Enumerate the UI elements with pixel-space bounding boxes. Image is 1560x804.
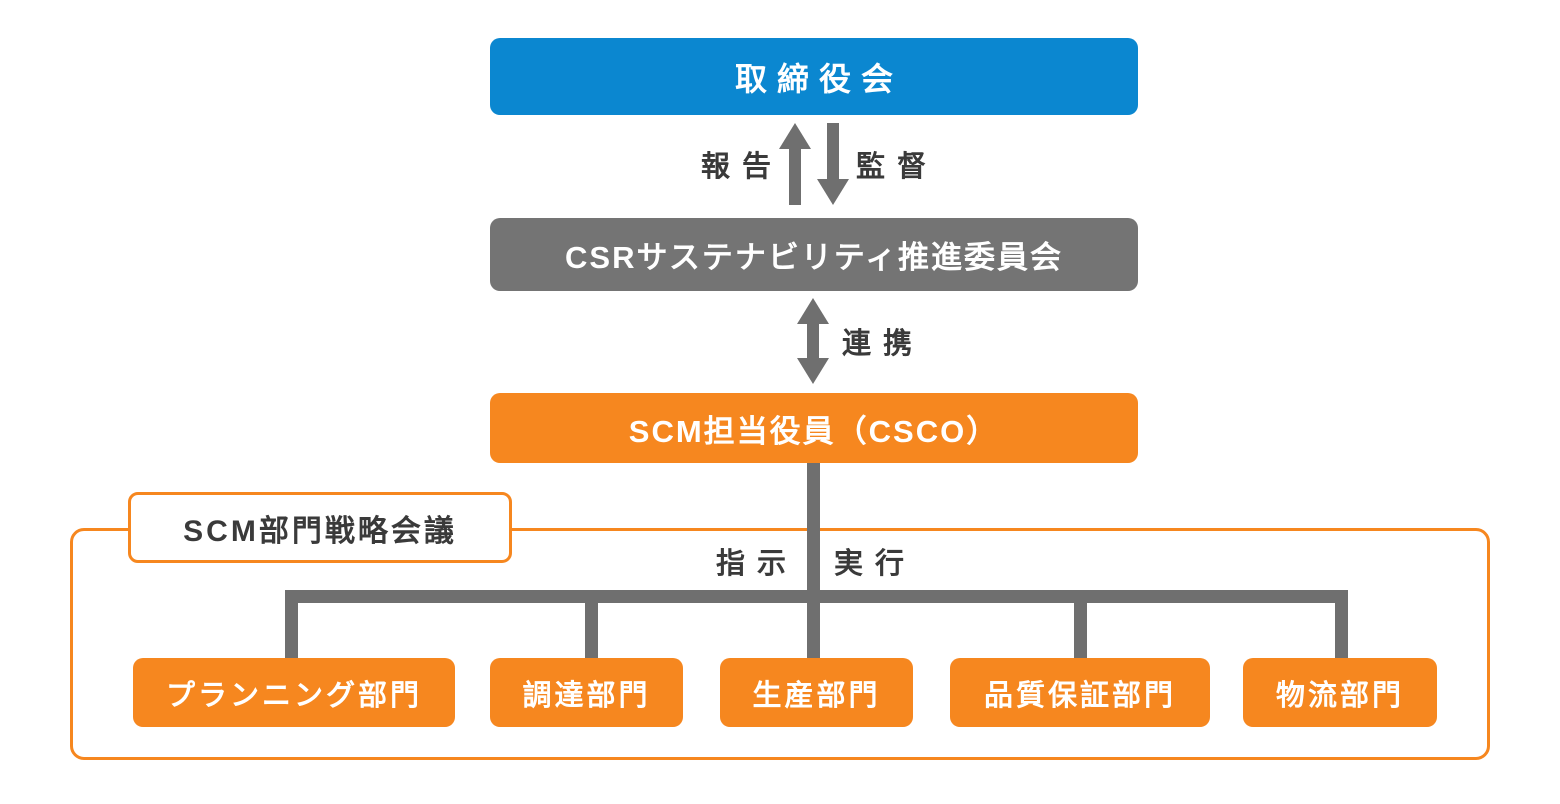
report-edge-label: 報告: [701, 151, 784, 183]
double-arrow-head-down: [797, 358, 829, 384]
up-arrow-shaft: [789, 149, 801, 205]
quality-assurance-department-node: 品質保証部門: [950, 658, 1210, 727]
logistics-connector-line: [1335, 590, 1348, 658]
departments-horizontal-line: [285, 590, 1348, 603]
planning-department-label: プランニング部門: [165, 679, 422, 712]
collaborate-edge-label: 連携: [842, 328, 925, 360]
double-arrow-shaft: [807, 324, 819, 358]
csr-committee-label: CSRサステナビリティ推進委員会: [565, 240, 1063, 275]
production-department-label: 生産部門: [752, 679, 881, 712]
csr-committee-node: CSRサステナビリティ推進委員会: [490, 218, 1138, 291]
procurement-connector-line: [585, 590, 598, 658]
up-arrow-icon: [779, 123, 811, 205]
double-arrow-icon: [797, 298, 829, 384]
procurement-department-label: 調達部門: [522, 679, 651, 712]
double-arrow-head-up: [797, 298, 829, 324]
planning-connector-line: [285, 590, 298, 658]
board-of-directors-node: 取締役会: [490, 38, 1138, 115]
down-arrow-head: [817, 179, 849, 205]
quality-connector-line: [1074, 590, 1087, 658]
scm-strategy-meeting-label-box: SCM部門戦略会議: [128, 492, 512, 563]
logistics-department-node: 物流部門: [1243, 658, 1437, 727]
planning-department-node: プランニング部門: [133, 658, 455, 727]
supervise-edge-label: 監督: [856, 151, 939, 183]
csco-node: SCM担当役員（CSCO）: [490, 393, 1138, 463]
up-arrow-head: [779, 123, 811, 149]
instruct-edge-label: 指示: [716, 548, 799, 580]
board-of-directors-label: 取締役会: [734, 60, 903, 97]
csco-to-departments-line: [807, 463, 820, 658]
scm-strategy-meeting-label: SCM部門戦略会議: [183, 514, 457, 548]
down-arrow-shaft: [827, 123, 839, 179]
procurement-department-node: 調達部門: [490, 658, 683, 727]
down-arrow-icon: [817, 123, 849, 205]
csco-label: SCM担当役員（CSCO）: [628, 413, 1000, 449]
quality-assurance-department-label: 品質保証部門: [983, 679, 1176, 712]
scm-strategy-meeting-container: [70, 528, 1490, 760]
logistics-department-label: 物流部門: [1275, 679, 1404, 712]
production-department-node: 生産部門: [720, 658, 913, 727]
execute-edge-label: 実行: [834, 548, 917, 580]
